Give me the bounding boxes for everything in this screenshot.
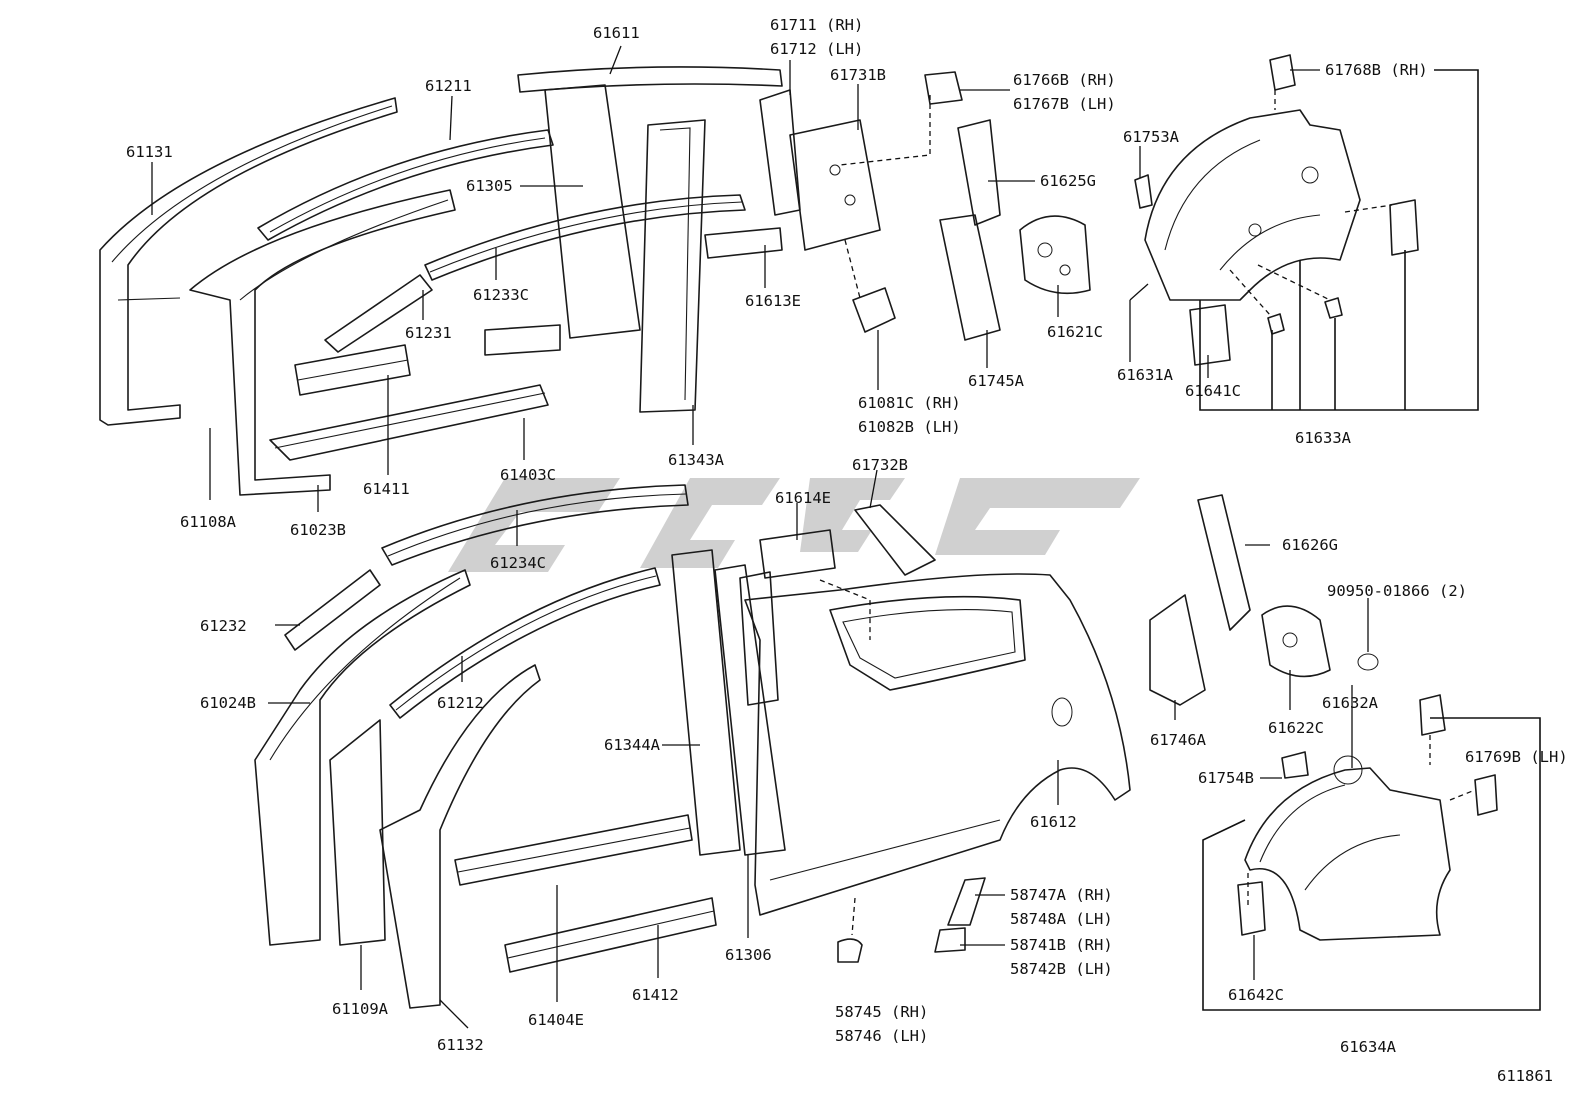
label-61769b-lh: 61769B (LH) (1465, 748, 1568, 766)
label-61754b: 61754B (1198, 769, 1254, 787)
lower-small-pieces (837, 877, 986, 963)
label-61305: 61305 (466, 177, 513, 195)
upper-right-wheelhouse (1134, 54, 1419, 366)
label-61232: 61232 (200, 617, 247, 635)
label-61212: 61212 (437, 694, 484, 712)
lower-left-frame-parts (254, 484, 1131, 1009)
label-61614e: 61614E (775, 489, 831, 507)
label-90950-01866: 90950-01866 (2) (1327, 582, 1467, 600)
label-61131: 61131 (126, 143, 173, 161)
label-61024b: 61024B (200, 694, 256, 712)
label-61403c: 61403C (500, 466, 556, 484)
label-61612: 61612 (1030, 813, 1077, 831)
label-61632a: 61632A (1322, 694, 1379, 712)
label-61642c: 61642C (1228, 986, 1284, 1004)
label-61344a: 61344A (604, 736, 661, 754)
label-61306: 61306 (725, 946, 772, 964)
upper-middle-brackets (924, 71, 1091, 341)
label-61233c: 61233C (473, 286, 529, 304)
label-61234c: 61234C (490, 554, 546, 572)
watermark-logo (448, 478, 1140, 572)
label-58741b-rh: 58741B (RH) (1010, 936, 1113, 954)
label-61634a: 61634A (1340, 1038, 1397, 1056)
label-61108a: 61108A (180, 513, 237, 531)
label-61622c: 61622C (1268, 719, 1324, 737)
label-58742b-lh: 58742B (LH) (1010, 960, 1113, 978)
dashed-reference-lines (819, 90, 1476, 936)
upper-left-frame-parts (99, 66, 896, 496)
label-58748a-lh: 58748A (LH) (1010, 910, 1113, 928)
label-61768b-rh: 61768B (RH) (1325, 61, 1428, 79)
label-61753a: 61753A (1123, 128, 1180, 146)
label-61611: 61611 (593, 24, 640, 42)
label-58746-lh: 58746 (LH) (835, 1027, 928, 1045)
label-61082b-lh: 61082B (LH) (858, 418, 961, 436)
label-61081c-rh: 61081C (RH) (858, 394, 961, 412)
label-61211: 61211 (425, 77, 472, 95)
label-61404e: 61404E (528, 1011, 584, 1029)
label-61711-rh: 61711 (RH) (770, 16, 863, 34)
label-58745-rh: 58745 (RH) (835, 1003, 928, 1021)
label-61712-lh: 61712 (LH) (770, 40, 863, 58)
label-611861: 611861 (1497, 1067, 1553, 1085)
label-61132: 61132 (437, 1036, 484, 1054)
label-61731b: 61731B (830, 66, 886, 84)
label-61746a: 61746A (1150, 731, 1207, 749)
label-61766b-rh: 61766B (RH) (1013, 71, 1116, 89)
label-61109a: 61109A (332, 1000, 389, 1018)
lower-right-wheelhouse (1149, 494, 1498, 941)
label-61767b-lh: 61767B (LH) (1013, 95, 1116, 113)
label-61626g: 61626G (1282, 536, 1338, 554)
label-61732b: 61732B (852, 456, 908, 474)
leader-lines (151, 45, 1369, 1029)
label-61613e: 61613E (745, 292, 801, 310)
label-61411: 61411 (363, 480, 410, 498)
group-brackets (1199, 69, 1541, 1011)
label-61625g: 61625G (1040, 172, 1096, 190)
label-61231: 61231 (405, 324, 452, 342)
label-61621c: 61621C (1047, 323, 1103, 341)
label-61641c: 61641C (1185, 382, 1241, 400)
label-61633a: 61633A (1295, 429, 1352, 447)
label-58747a-rh: 58747A (RH) (1010, 886, 1113, 904)
label-61412: 61412 (632, 986, 679, 1004)
label-61631a: 61631A (1117, 366, 1174, 384)
label-61343a: 61343A (668, 451, 725, 469)
part-labels: 61611 61711 (RH) 61712 (LH) 61211 61731B… (126, 16, 1568, 1085)
label-61745a: 61745A (968, 372, 1025, 390)
label-61023b: 61023B (290, 521, 346, 539)
